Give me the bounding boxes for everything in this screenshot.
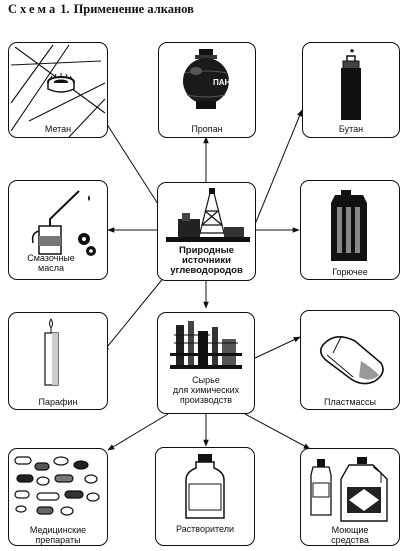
node-metan: Метан — [8, 42, 108, 138]
node-paraffin: Парафин — [8, 312, 108, 410]
label-paraffin: Парафин — [38, 397, 78, 407]
node-butan: Бутан — [302, 42, 400, 138]
tank-text: ПАН — [213, 78, 231, 87]
lighter-icon — [341, 49, 361, 120]
arrow-to-butan — [255, 109, 303, 223]
node-natural-sources: Природные источники углеводородов — [157, 182, 256, 281]
factory-icon — [170, 321, 242, 369]
oil-rig-icon — [166, 188, 250, 242]
node-lubricant: Смазочные масла — [8, 180, 108, 280]
label-butan: Бутан — [338, 124, 364, 134]
fuel-canister-icon — [331, 190, 367, 261]
oil-can-icon — [31, 190, 96, 256]
label-natural-3: углеводородов — [170, 265, 243, 276]
label-metan: Метан — [44, 124, 72, 134]
label-raw-1: Сырье — [192, 375, 220, 385]
computer-mouse-icon — [319, 336, 384, 385]
candle-icon — [44, 318, 59, 386]
gas-burner-icon — [10, 44, 106, 137]
label-lubricant-2: масла — [38, 263, 64, 273]
pills-icon — [14, 456, 100, 516]
arrow-to-medicine — [107, 413, 169, 451]
label-plastics: Пластмассы — [323, 397, 376, 407]
label-natural-1: Природные — [178, 245, 235, 256]
arrow-to-paraffin — [102, 275, 166, 353]
node-solvents: Растворители — [155, 447, 255, 546]
label-raw-2: для химических — [172, 385, 240, 395]
node-raw-materials: Сырье для химических производств — [157, 312, 255, 414]
label-medicine-1: Медицинские — [29, 525, 87, 535]
label-propan: Пропан — [191, 124, 223, 134]
label-raw-3: производств — [179, 395, 233, 405]
node-fuel: Горючее — [300, 180, 400, 280]
detergent-bottles-icon — [310, 457, 388, 522]
node-detergents: Моющие средства — [300, 448, 400, 546]
label-natural-2: источники — [182, 255, 231, 266]
title-number: 1. — [60, 2, 70, 16]
bottle-icon — [185, 454, 225, 519]
label-medicine-2: препараты — [35, 535, 81, 545]
label-detergents-1: Моющие — [331, 525, 369, 535]
label-detergents-2: средства — [331, 535, 369, 545]
label-lubricant-1: Смазочные — [27, 253, 75, 263]
node-propan: ПАН Пропан — [158, 42, 256, 138]
arrow-to-metan — [102, 117, 166, 216]
node-plastics: Пластмассы — [300, 310, 400, 410]
title-prefix: Схема — [8, 2, 59, 16]
title-text: Применение алканов — [73, 2, 194, 16]
arrow-to-plastics — [254, 336, 301, 359]
label-solvents: Растворители — [175, 524, 235, 534]
arrow-to-detergents — [244, 413, 311, 450]
label-fuel: Горючее — [332, 267, 368, 277]
node-medicine: Медицинские препараты — [8, 448, 108, 546]
propane-tank-icon: ПАН — [183, 49, 231, 109]
